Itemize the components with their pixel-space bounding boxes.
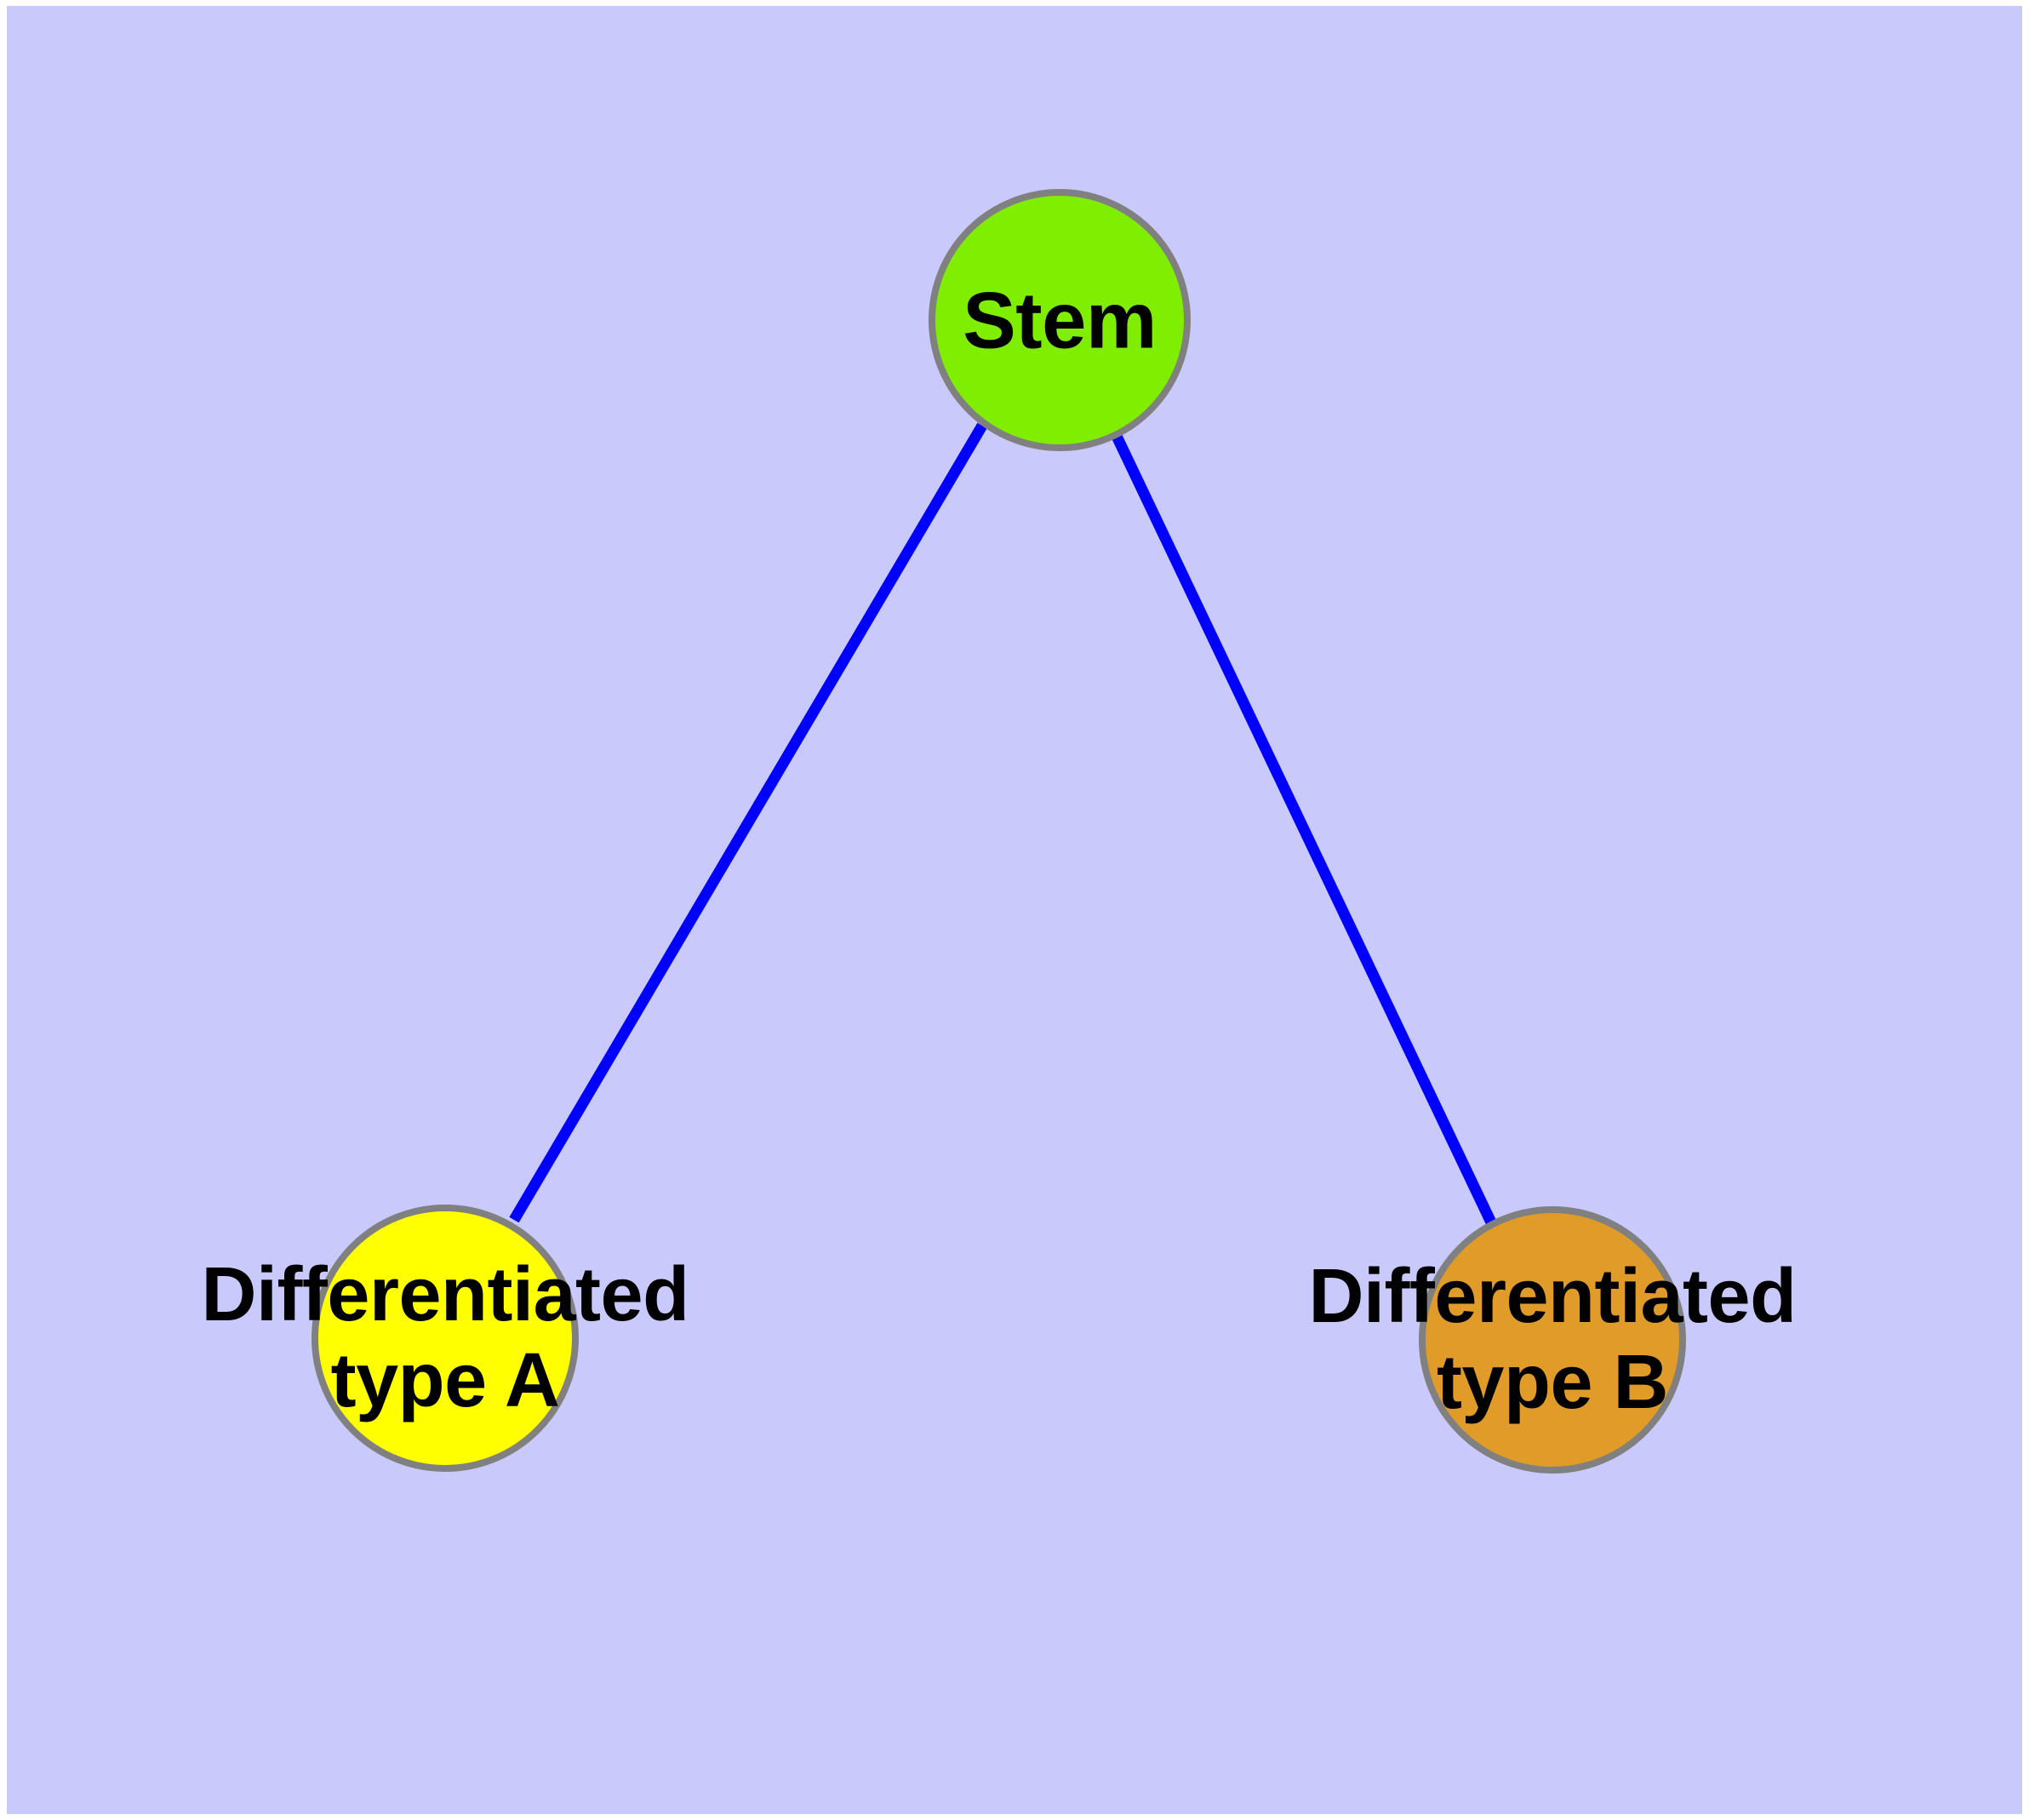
node-differentiated-type-a[interactable] [311, 1205, 579, 1472]
node-differentiated-type-b[interactable] [1419, 1206, 1686, 1474]
edge-stem-to-differentiated-type-a[interactable] [509, 422, 987, 1223]
diagram-plot-area: Stem Differentiated type A Differentiate… [7, 6, 2022, 1814]
edge-layer [509, 422, 1496, 1225]
node-stem[interactable] [929, 189, 1191, 451]
edge-stem-to-differentiated-type-b[interactable] [1108, 426, 1496, 1225]
node-layer: Stem Differentiated type A Differentiate… [7, 6, 2022, 1814]
